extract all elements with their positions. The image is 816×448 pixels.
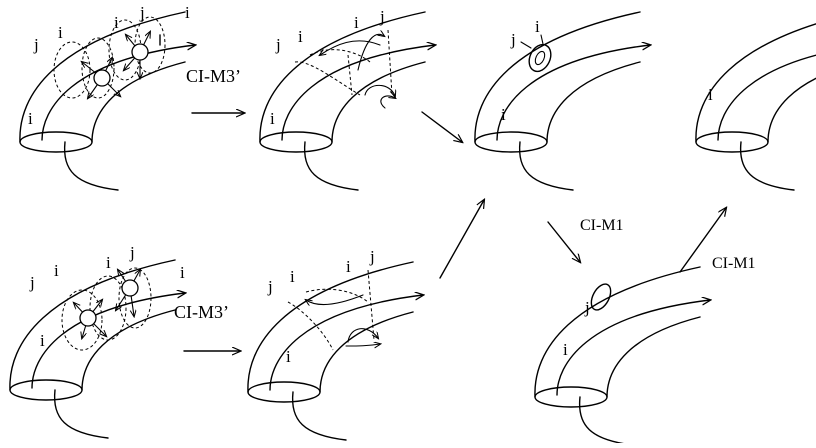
label-i: i [180, 263, 185, 282]
label-j: j [139, 3, 145, 22]
dashed-loop-a2 [81, 37, 115, 99]
dashed-line-g [367, 269, 375, 341]
label-i: i [40, 331, 45, 350]
panel-bottom-middle: j i i j i [247, 247, 423, 441]
label-i: i [185, 3, 190, 22]
label-i: i [114, 13, 119, 32]
label-i: i [58, 23, 63, 42]
dashed-loop-a1 [53, 41, 91, 99]
circle-d [590, 283, 612, 311]
label-j: j [275, 35, 281, 54]
dashed-loop-f2 [89, 275, 127, 341]
label-j: j [129, 243, 135, 262]
label-j: j [584, 298, 590, 317]
vertex-node-f2 [121, 279, 139, 297]
label-i: i [298, 27, 303, 46]
label-i: i [535, 17, 540, 36]
label-j: j [33, 35, 39, 54]
dashed-arc-g2 [305, 288, 369, 303]
strand-i-g [269, 295, 423, 391]
dashed-line-b2 [387, 29, 393, 96]
strand-i-c [496, 45, 650, 141]
strand-i-f [31, 293, 185, 389]
arrow-to-c-bottom [439, 200, 484, 279]
arc-b3 [364, 84, 395, 96]
label-i: i [270, 109, 275, 128]
dashed-loop-f3 [118, 267, 152, 329]
label-j: j [379, 7, 385, 26]
tube-e [695, 11, 816, 191]
label-i: i [708, 85, 713, 104]
dashed-line-b [347, 54, 353, 96]
circle-inner-c [534, 50, 546, 66]
move-arrow-m3-bottom: CI-M3’ [174, 302, 240, 351]
move-label-m1-right: CI-M1 [712, 255, 756, 272]
move-arrow-m1-right: CI-M1 [679, 208, 756, 273]
leader-i-c [540, 34, 544, 45]
label-j: j [369, 247, 375, 266]
circle-outer-c [528, 43, 552, 73]
dashed-arc-b2 [309, 49, 371, 63]
move-label-m3-bottom: CI-M3’ [174, 302, 229, 322]
tube-c [474, 11, 641, 191]
panel-top-right: i [695, 11, 816, 191]
tube-b [259, 11, 426, 191]
panel-bottom-left: j i i j i i [9, 243, 185, 439]
panel-top-left: j i i j i i [19, 3, 195, 191]
label-i: i [501, 105, 506, 124]
arrow-m1-right [679, 208, 726, 273]
vertex-node-a2 [131, 43, 149, 61]
panel-top-third: j i i [474, 11, 650, 191]
arrow-m1-lower [547, 221, 580, 262]
arc-b1 [320, 40, 381, 55]
move-label-m3-top: CI-M3’ [186, 66, 241, 86]
arc-b2 [357, 34, 384, 71]
label-i: i [28, 109, 33, 128]
arc-g1 [306, 294, 364, 305]
strand-i-a [41, 45, 195, 141]
label-i: i [290, 267, 295, 286]
arc-g3 [345, 344, 380, 346]
dashed-loop-f1 [61, 289, 103, 351]
label-i: i [346, 257, 351, 276]
move-arrow-m1-lower: CI-M1 [547, 217, 624, 262]
arc-g2 [347, 328, 378, 343]
label-j: j [510, 30, 516, 49]
label-j: j [267, 277, 273, 296]
label-j: j [29, 273, 35, 292]
label-i: i [54, 261, 59, 280]
vertex-node-f1 [79, 309, 97, 327]
label-i: i [106, 253, 111, 272]
strand-i-e [717, 54, 816, 141]
strand-i-d [556, 300, 710, 396]
label-i: i [354, 13, 359, 32]
move-label-m1-lower: CI-M1 [580, 217, 624, 234]
label-i: i [563, 340, 568, 359]
vertex-node-a1 [93, 69, 111, 87]
arrow-to-c-top [421, 111, 462, 142]
leader-j-c [520, 41, 532, 49]
move-arrow-m3-top: CI-M3’ [186, 66, 244, 113]
panel-bottom-third: j i [534, 266, 710, 446]
arc-b4 [380, 96, 395, 109]
strand-i-b [281, 45, 435, 141]
tube-d [534, 266, 701, 446]
label-i: i [286, 347, 291, 366]
panel-top-middle: j i i j i [259, 7, 435, 191]
